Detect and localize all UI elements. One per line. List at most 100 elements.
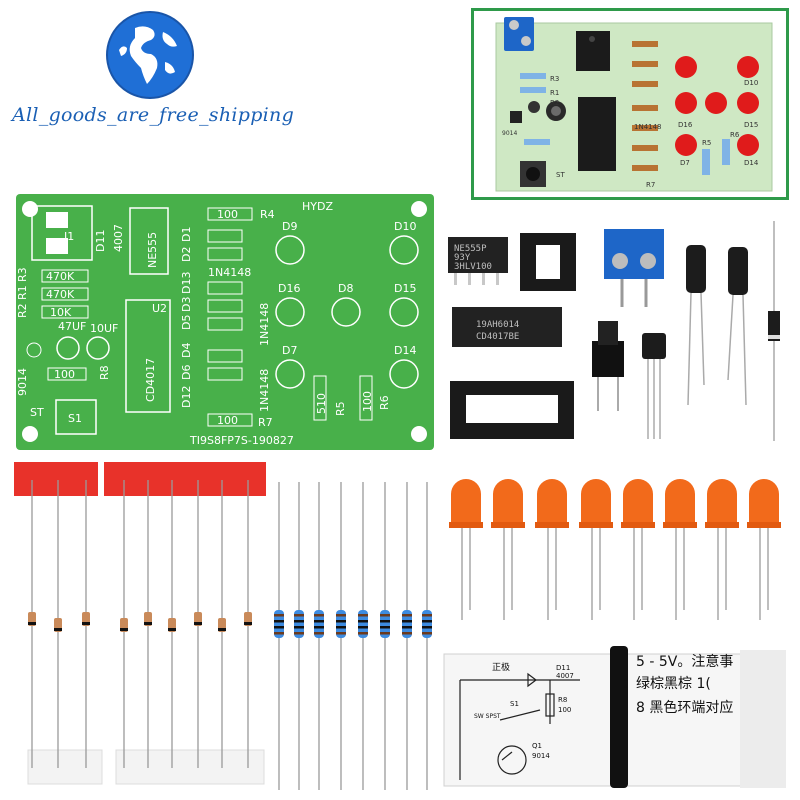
pcb-label-d11: D11 <box>94 230 107 252</box>
pcb-label-1n4148-top: 1N4148 <box>208 266 251 279</box>
pcb-label-r7: R7 <box>258 416 273 429</box>
pcb-label-d9: D9 <box>282 220 297 233</box>
signal-diode <box>54 480 62 768</box>
pcb-label-r6-value: 100 <box>361 391 374 412</box>
pcb-label-r1-value: 470K <box>46 288 75 301</box>
inset-label-r2: R2 <box>550 99 559 107</box>
pcb-label-r5-value: 510 <box>315 393 328 414</box>
sheet-line-1: 5 - 5V。注意事 <box>636 653 733 670</box>
inset-label-r6: R6 <box>730 131 740 139</box>
ne555-sub: 93Y <box>454 253 471 263</box>
pcb-label-d10: D10 <box>394 220 416 233</box>
ne555-batch: 3HLV100 <box>454 262 492 272</box>
led-set <box>449 479 781 620</box>
resistor <box>274 482 284 790</box>
pcb-label-j1: J1 <box>63 230 74 243</box>
resistor <box>380 482 390 790</box>
terminal-block <box>604 229 664 279</box>
inset-label-diode: 1N4148 <box>634 123 662 131</box>
resistor <box>358 482 368 790</box>
sheet-sw: SW SPST <box>474 713 501 720</box>
inset-label-q1: 9014 <box>502 130 517 137</box>
pcb-label-cd4017: CD4017 <box>144 358 157 402</box>
pcb-label-c2-value: 10UF <box>90 322 118 335</box>
inset-label-r5: R5 <box>702 139 711 147</box>
orange-led <box>663 479 697 620</box>
pcb-label-d6: D6 <box>180 365 193 380</box>
assembled-board-photo: D10 D16 D15 D7 D14 R5 R6 R7 R3 R1 R2 1N4… <box>495 17 773 192</box>
orange-led <box>579 479 613 620</box>
pcb-label-d7: D7 <box>282 344 297 357</box>
pcb-label-d1: D1 <box>180 227 193 242</box>
sheet-pos: 正极 <box>492 661 510 673</box>
pcb-label-d13: D13 <box>180 272 193 294</box>
pcb-label-r2: R2 <box>16 303 29 318</box>
resistor-set <box>274 482 432 790</box>
pcb-label-1n4148-low: 1N4148 <box>258 369 271 412</box>
inset-label-d16: D16 <box>678 121 693 129</box>
inset-label-d7: D7 <box>680 159 690 167</box>
sheet-q1: Q1 <box>532 742 542 750</box>
pcb-label-r3-value: 470K <box>46 270 75 283</box>
pcb-label-r6: R6 <box>378 395 391 410</box>
sheet-s1: S1 <box>510 700 519 708</box>
pcb-label-r8: R8 <box>98 365 111 380</box>
ne555-marking: NE555P <box>454 244 487 254</box>
sheet-line-2: ：绿棕黑棕 1( <box>622 676 711 692</box>
cd4017-sub: CD4017BE <box>476 332 519 342</box>
pcb-label-q1: 9014 <box>16 368 29 396</box>
resistor <box>402 482 412 790</box>
orange-led <box>449 479 483 620</box>
orange-led <box>747 479 781 620</box>
orange-led <box>705 479 739 620</box>
pcb-label-r7-value: 100 <box>217 414 238 427</box>
sheet-line-3: 8 黑色环端对应 <box>636 699 733 716</box>
signal-diode <box>168 480 176 768</box>
sheet-d11: D11 <box>556 664 570 672</box>
inset-label-r7: R7 <box>646 181 655 189</box>
loose-components: NE555P 93Y 3HLV100 19AH6014 CD4017BE <box>448 221 780 441</box>
sheet-r8: R8 <box>558 696 567 704</box>
resistor <box>336 482 346 790</box>
orange-led <box>491 479 525 620</box>
ne555-chip: NE555P 93Y 3HLV100 <box>448 237 508 285</box>
pcb-label-r8-value: 100 <box>54 368 75 381</box>
instruction-sheet: 5 - 5V。注意事 ：绿棕黑棕 1( 8 黑色环端对应 正极 D11 4007… <box>440 640 790 790</box>
resistor <box>294 482 304 790</box>
pcb-label-4007: 4007 <box>112 224 125 252</box>
signal-diode <box>244 480 252 768</box>
inset-label-d14: D14 <box>744 159 759 167</box>
pcb-label-d16: D16 <box>278 282 300 295</box>
pcb-label-r4: R4 <box>260 208 275 221</box>
assembled-board-inset: D10 D16 D15 D7 D14 R5 R6 R7 R3 R1 R2 1N4… <box>471 8 789 200</box>
orange-led <box>621 479 655 620</box>
pcb-label-d8: D8 <box>338 282 353 295</box>
pcb-label-u2: U2 <box>152 302 167 315</box>
pcb-label-serial: TI9S8FP7S-190827 <box>189 434 294 447</box>
signal-diode <box>144 480 152 768</box>
electrolytic-capacitor <box>686 245 706 406</box>
pcb-label-r4-value: 100 <box>217 208 238 221</box>
electrolytic-capacitor <box>727 247 748 406</box>
signal-diode <box>28 480 36 768</box>
diode-leads <box>28 480 252 768</box>
inset-label-d10: D10 <box>744 79 758 87</box>
orange-led <box>535 479 569 620</box>
inset-label-r3: R3 <box>550 75 559 83</box>
pcb-label-d4: D4 <box>180 343 193 358</box>
pcb-label-r1: R1 <box>16 285 29 300</box>
cd4017-chip: 19AH6014 CD4017BE <box>452 307 562 347</box>
inset-label-r1: R1 <box>550 89 559 97</box>
pcb-label-ne555: NE555 <box>146 232 159 268</box>
pcb-label-d15: D15 <box>394 282 416 295</box>
pcb-label-brand: HYDZ <box>302 200 333 213</box>
pcb-label-d14: D14 <box>394 344 416 357</box>
resistor <box>422 482 432 790</box>
sheet-100: 100 <box>558 706 571 714</box>
pcb-label-d12: D12 <box>180 386 193 408</box>
pcb-label-st: ST <box>30 406 44 419</box>
rectifier-diode <box>768 311 780 341</box>
inset-label-st: ST <box>556 171 565 179</box>
sheet-4007: 4007 <box>556 672 574 680</box>
push-button <box>592 341 624 377</box>
